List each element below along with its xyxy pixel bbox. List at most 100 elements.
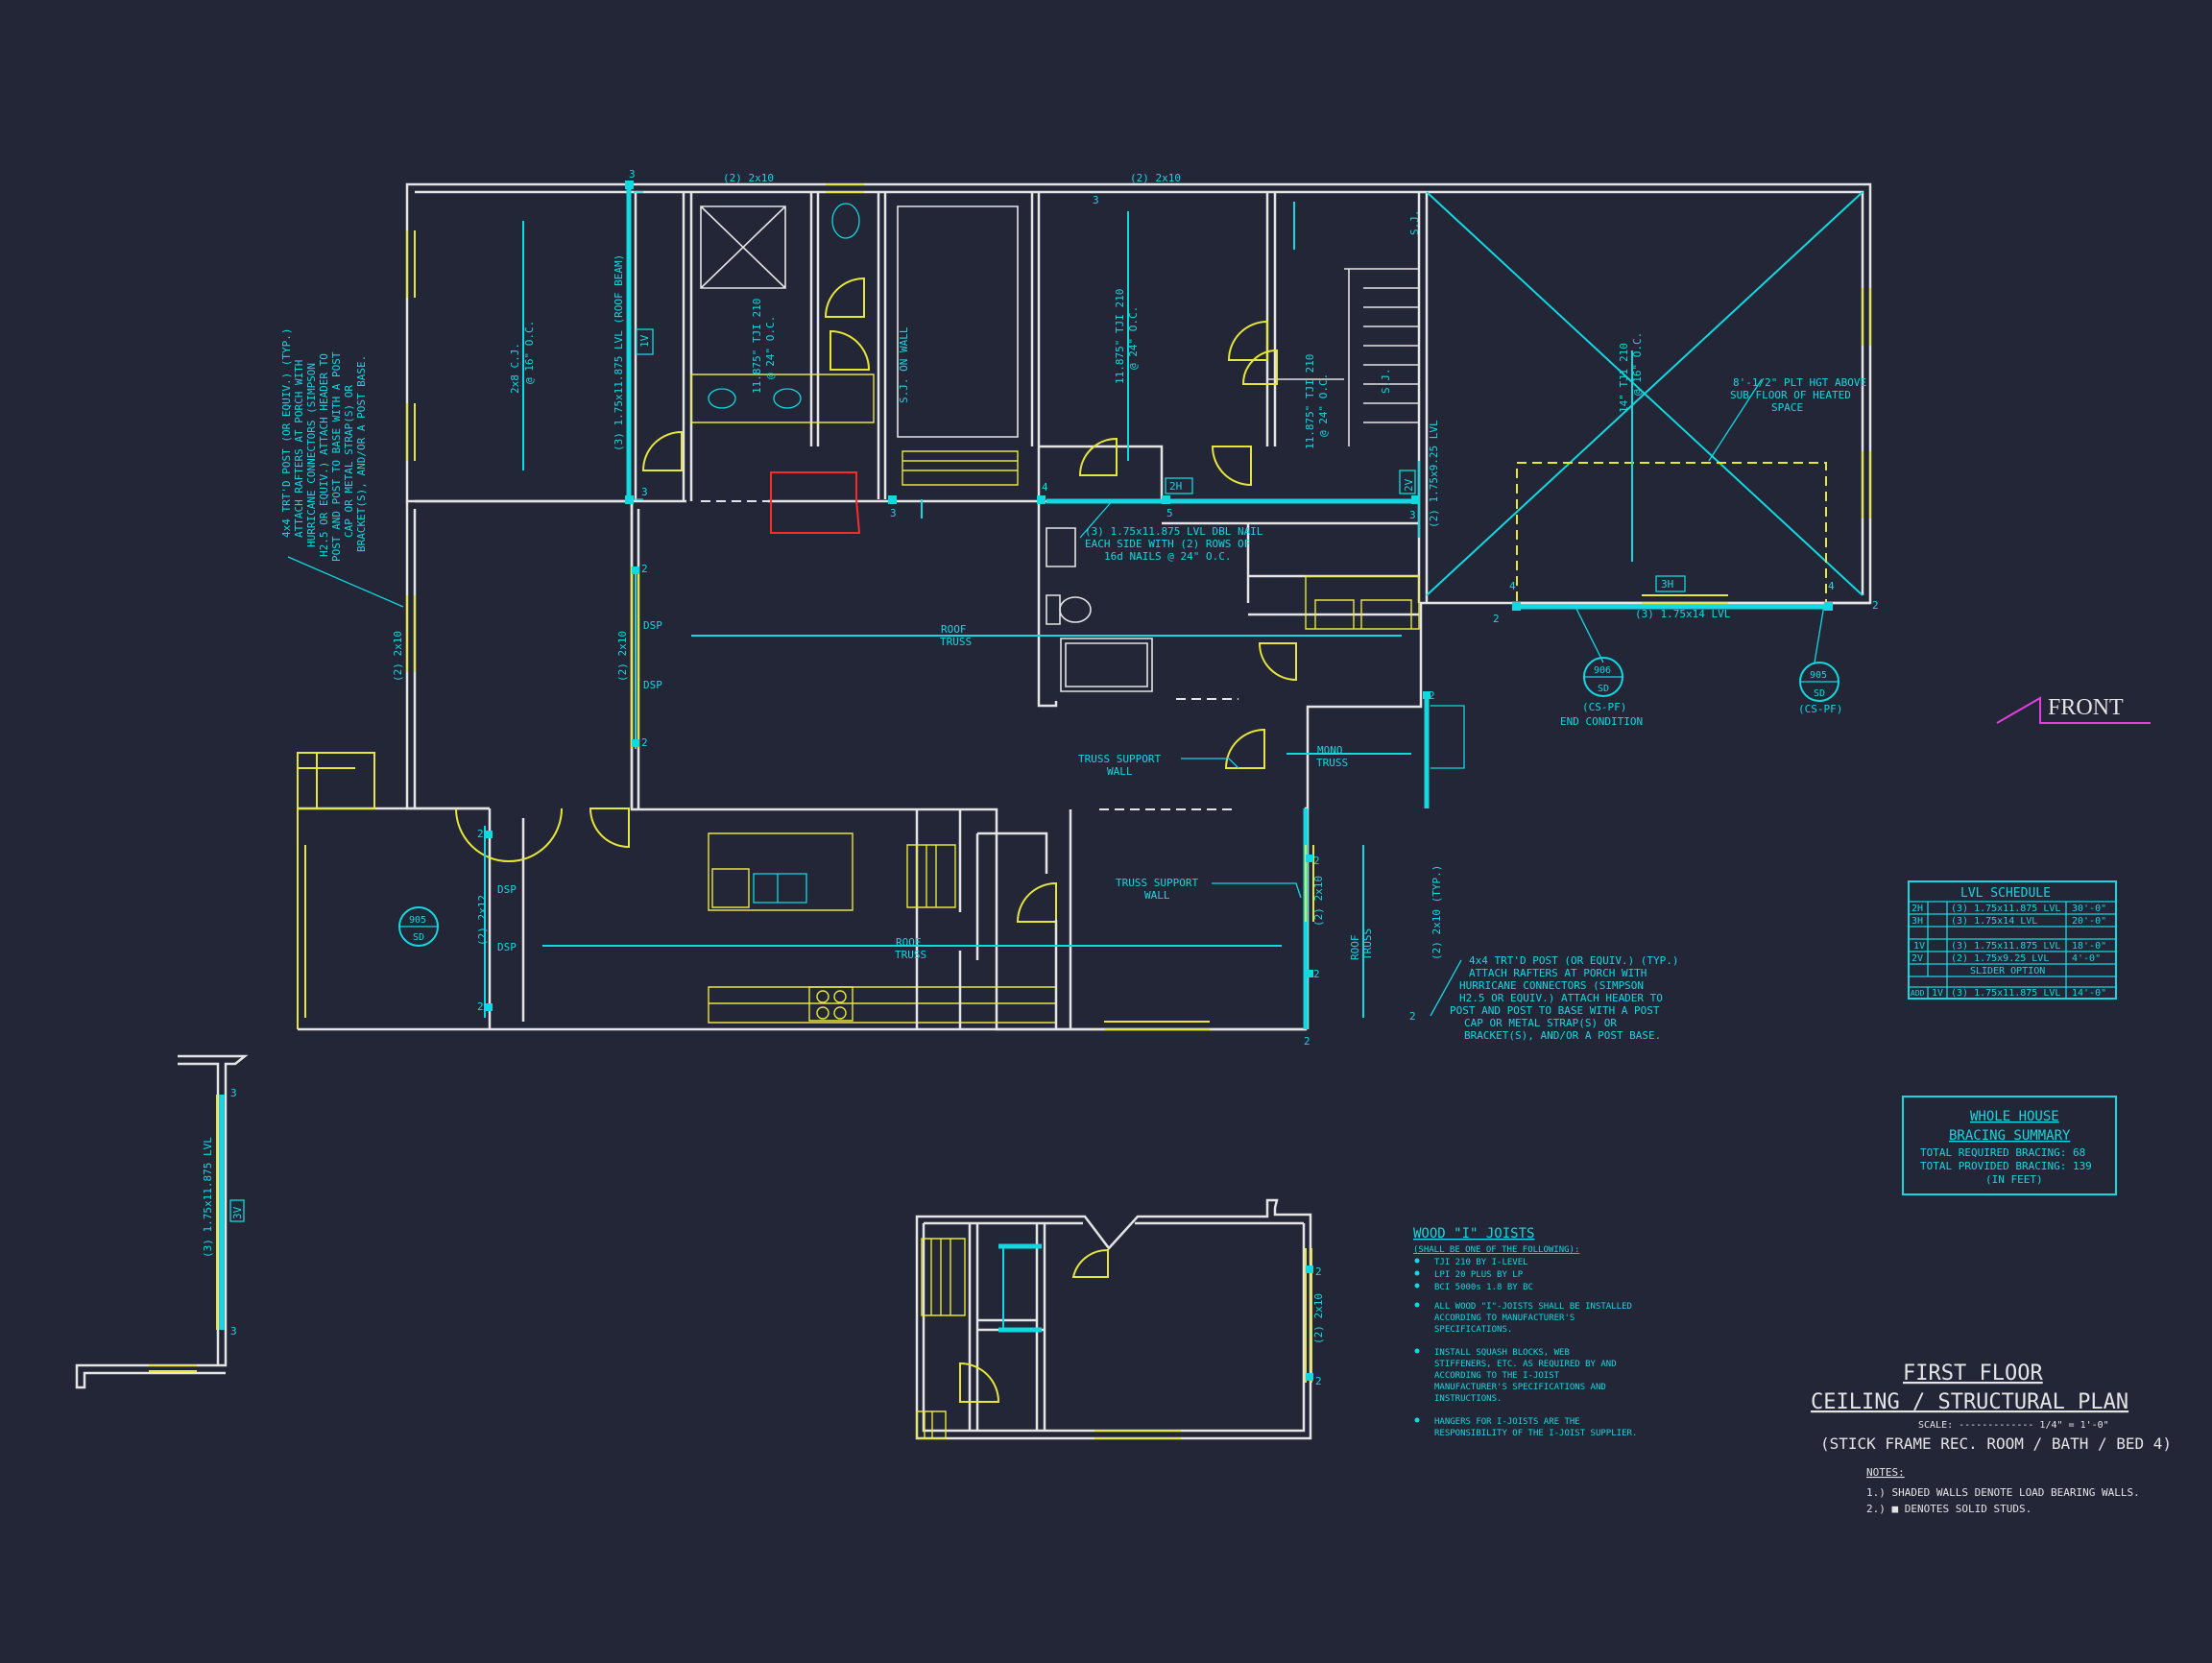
cspf-2: (CS-PF)	[1798, 703, 1842, 715]
bath-wall	[682, 192, 693, 501]
kitchen-counter	[708, 986, 1057, 1024]
label-2x10-right: (2) 2x10	[1312, 876, 1325, 927]
front-marker: FRONT	[1996, 695, 2151, 724]
lvl-row6-id: 1V	[1932, 988, 1943, 999]
label-lvl925: (2) 1.75x9.25 LVL	[1428, 420, 1440, 528]
lvl-row4-member: (2) 1.75x9.25 LVL	[1951, 953, 2049, 964]
num-5: 5	[1166, 507, 1173, 519]
joist-note-2e: INSTRUCTIONS.	[1434, 1394, 1502, 1404]
joist-sub: (SHALL BE ONE OF THE FOLLOWING):	[1413, 1245, 1579, 1255]
pantry-shelves	[906, 844, 956, 908]
burner-2	[833, 990, 847, 1003]
bath-block	[1037, 445, 1419, 708]
shower	[700, 205, 786, 289]
lvl-callout-leader	[1079, 498, 1115, 539]
burner-3	[816, 1006, 830, 1020]
lvl14-label: (3) 1.75x14 LVL	[1635, 608, 1731, 620]
sec-905-l: 905	[409, 915, 426, 926]
right-note-leader	[1430, 959, 1462, 1017]
tag-box-3h	[1655, 575, 1686, 592]
joist-note-2a: INSTALL SQUASH BLOCKS, WEB	[1434, 1348, 1570, 1358]
lvl-row2-id: 3H	[1911, 916, 1923, 927]
bracing-summary: WHOLE HOUSE BRACING SUMMARY TOTAL REQUIR…	[1902, 1096, 2117, 1195]
roof-label-1: ROOF	[941, 623, 967, 636]
joist-brand-3: BCI 5000s 1.8 BY BC	[1434, 1283, 1533, 1292]
garage-wall	[1417, 192, 1429, 603]
tag-2h: 2H	[1169, 480, 1182, 493]
plt-note-1: 8'-1/2" PLT HGT ABOVE	[1733, 376, 1866, 389]
toilet-lower	[1059, 596, 1092, 623]
joist-brand-2: LPI 20 PLUS BY LP	[1434, 1270, 1524, 1280]
lvl-schedule-title: LVL SCHEDULE	[1960, 886, 2051, 901]
left-wall-detail: 3 3 3V (3) 1.75x11.875 LVL	[75, 1054, 249, 1389]
detail-num-2a: 2	[1315, 1265, 1322, 1278]
lvl-row6-length: 14'-0"	[2072, 988, 2106, 999]
stair-area	[1267, 268, 1420, 446]
lvl-row4-id: 2V	[1911, 953, 1923, 964]
truss-support-wall-1: WALL	[1107, 765, 1133, 778]
label-at16: @ 16" O.C.	[523, 321, 536, 384]
truss-label-1: TRUSS	[940, 636, 972, 648]
label-2x10-left: (2) 2x10	[392, 631, 404, 682]
span-arrows	[522, 211, 1633, 1018]
plt-note-3: SPACE	[1771, 401, 1803, 414]
num-4-c: 4	[1828, 580, 1835, 592]
num-2-h: 2	[1313, 855, 1320, 867]
tag-box-3v	[229, 1199, 245, 1222]
joist-brand-1: TJI 210 BY I-LEVEL	[1434, 1258, 1528, 1267]
basin-1	[708, 388, 736, 409]
num-3-a: 3	[629, 168, 636, 181]
label-2x10-mid: (2) 2x10	[616, 631, 629, 682]
num-3-d: 3	[890, 507, 897, 519]
title-scale: SCALE: ------------- 1/4" = 1'-0"	[1918, 1420, 2109, 1431]
left-note-2: ATTACH RAFTERS AT PORCH WITH	[293, 360, 305, 538]
burner-1	[816, 990, 830, 1003]
toilet-tank	[1046, 594, 1061, 625]
label-tji-2: 11.875" TJI 210	[1114, 289, 1126, 384]
joist-note-3b: RESPONSIBILITY OF THE I-JOIST SUPPLIER.	[1434, 1429, 1637, 1438]
rotated-labels: 2x8 C.J. @ 16" O.C. (3) 1.75x11.875 LVL …	[280, 210, 1644, 961]
label-2x10-top-1: (2) 2x10	[723, 172, 774, 184]
pantry-walls	[975, 832, 1048, 960]
right-note-7: BRACKET(S), AND/OR A POST BASE.	[1464, 1029, 1661, 1042]
toilet-upper	[831, 203, 860, 239]
lvl-row1-length: 30'-0"	[2072, 904, 2106, 914]
closet-outline	[897, 205, 1019, 438]
lvl-callout-1: (3) 1.75x11.875 LVL DBL NAIL	[1085, 525, 1263, 538]
garage-hip-lines	[1426, 191, 1863, 596]
tag-2v: 2V	[1403, 478, 1415, 492]
num-2-f: 2	[477, 1000, 484, 1013]
sink	[1046, 527, 1076, 567]
joist-note-2b: STIFFENERS, ETC. AS REQUIRED BY AND	[1434, 1360, 1617, 1369]
burner-4	[833, 1006, 847, 1020]
joist-note-1b: ACCORDING TO MANUFACTURER'S	[1434, 1314, 1575, 1323]
bracing-unit: (IN FEET)	[1985, 1173, 2043, 1186]
label-2x8: 2x8 C.J.	[509, 343, 521, 394]
garage-leaders	[1574, 378, 1825, 663]
detail-stud-1	[1306, 1265, 1313, 1273]
bullet-5	[1414, 1348, 1420, 1354]
label-2x12: (2) 2x12	[476, 895, 489, 946]
label-tji-1: 11.875" TJI 210	[751, 299, 763, 394]
bracing-required: TOTAL REQUIRED BRACING: 68	[1920, 1146, 2085, 1159]
left-note-7: BRACKET(S), AND/OR A POST BASE.	[355, 355, 368, 552]
windows	[297, 183, 1871, 1030]
label-roof-v: ROOF	[1349, 935, 1361, 961]
dsp-4: DSP	[497, 941, 517, 953]
solid-stud-markers	[485, 181, 1833, 1011]
tag-3v: 3V	[231, 1206, 244, 1219]
num-2-j: 2	[1304, 1035, 1310, 1048]
fireplace	[770, 471, 861, 534]
title-subtitle: (STICK FRAME REC. ROOM / BATH / BED 4)	[1820, 1434, 2172, 1453]
sec-905-l-sd: SD	[413, 932, 424, 943]
label-tji-3: 11.875" TJI 210	[1304, 354, 1316, 449]
dsp-3: DSP	[497, 883, 517, 896]
num-2-c: 2	[641, 563, 648, 575]
joist-note-2d: MANUFACTURER'S SPECIFICATIONS AND	[1434, 1383, 1606, 1392]
label-sj-1: S.J.	[1408, 210, 1421, 236]
label-at16-b: @ 16" O.C.	[1631, 332, 1644, 396]
title-line-1: FIRST FLOOR	[1903, 1362, 2043, 1386]
num-2-d: 2	[641, 736, 648, 749]
left-note-6: CAP OR METAL STRAP(S) OR	[343, 385, 355, 538]
